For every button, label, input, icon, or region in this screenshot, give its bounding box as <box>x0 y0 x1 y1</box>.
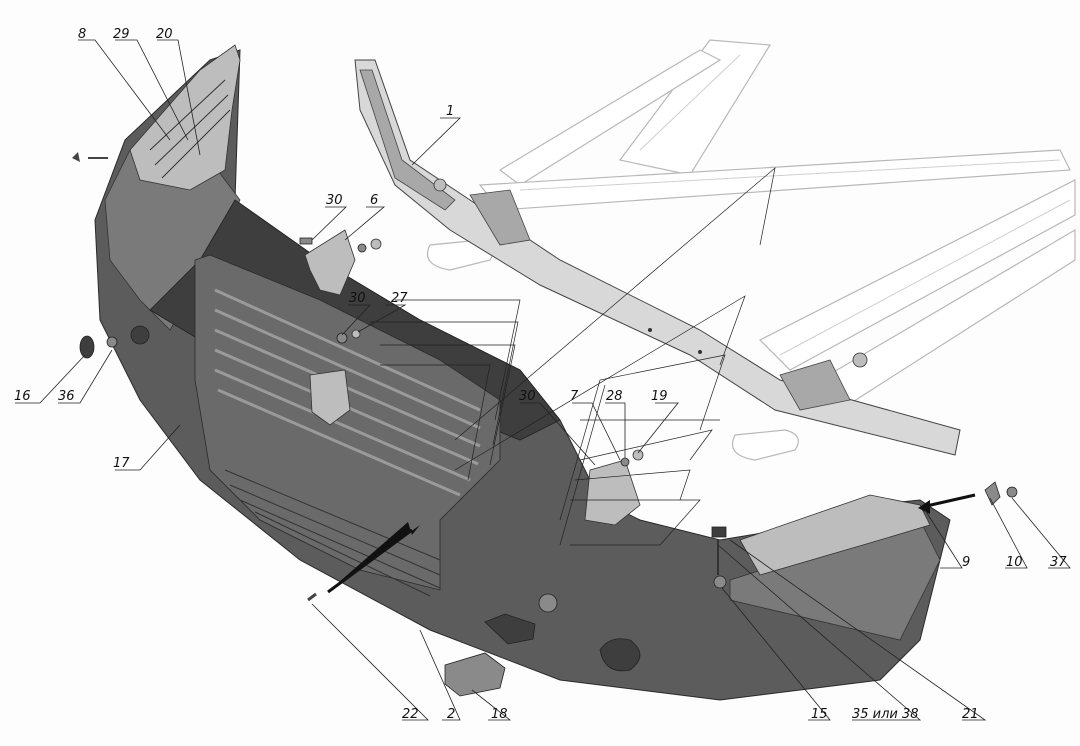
callout-16: 16 <box>14 389 31 404</box>
callout-28: 28 <box>606 389 623 404</box>
callout-19: 19 <box>651 389 668 404</box>
callout-35-38: 35 или 38 <box>852 707 919 722</box>
clip-10 <box>984 481 1001 506</box>
callout-27: 27 <box>391 291 408 306</box>
bracket-7 <box>584 459 641 526</box>
callout-10: 10 <box>1006 555 1023 570</box>
callout-8: 8 <box>78 27 86 42</box>
assembly-guides <box>327 167 976 594</box>
radiator-grille <box>194 254 501 597</box>
callout-6: 6 <box>370 193 378 208</box>
callout-labels: 8 29 20 1 30 6 30 27 16 36 17 30 7 28 19… <box>14 27 1067 722</box>
callout-1: 1 <box>446 104 454 119</box>
callout-22: 22 <box>402 707 419 722</box>
bracket-9 <box>739 494 931 576</box>
small-parts <box>72 152 1018 697</box>
fog-lamp-18 <box>444 652 506 697</box>
emblem-icon <box>309 369 351 426</box>
callout-9: 9 <box>962 555 970 570</box>
callout-37: 37 <box>1050 555 1067 570</box>
chassis-frame <box>426 39 1076 461</box>
callout-30a: 30 <box>326 193 343 208</box>
callout-17: 17 <box>113 456 130 471</box>
callout-21: 21 <box>962 707 979 722</box>
callout-29: 29 <box>113 27 130 42</box>
callout-18: 18 <box>491 707 508 722</box>
callout-7: 7 <box>570 389 579 404</box>
reinforcement-beam <box>354 59 961 456</box>
left-side-panel <box>129 44 241 191</box>
callout-15: 15 <box>811 707 828 722</box>
callout-30b: 30 <box>349 291 366 306</box>
bracket-6 <box>304 229 356 296</box>
callout-36: 36 <box>58 389 75 404</box>
leader-lines <box>15 39 1071 721</box>
callout-20: 20 <box>156 27 173 42</box>
callout-30c: 30 <box>519 389 536 404</box>
callout-2: 2 <box>447 707 455 722</box>
